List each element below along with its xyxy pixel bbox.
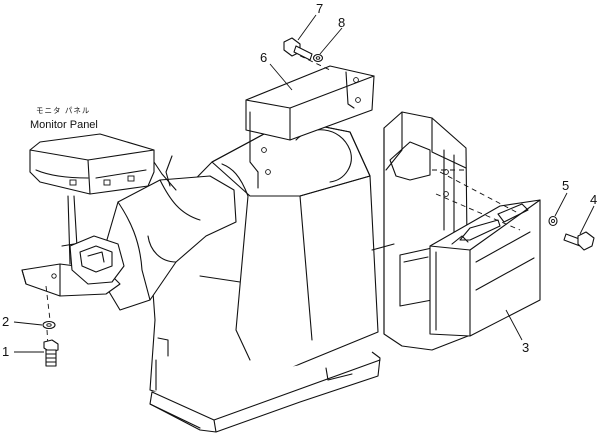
callout-4: 4 — [590, 192, 597, 207]
callout-2: 2 — [2, 314, 9, 329]
main-housing — [149, 119, 395, 433]
callout-8: 8 — [338, 15, 345, 30]
callout-1: 1 — [2, 344, 9, 359]
callout-7: 7 — [316, 1, 323, 16]
callout-6: 6 — [260, 50, 267, 65]
callout-numbers: 7 8 6 5 4 3 2 1 — [2, 1, 597, 359]
bolt-1 — [43, 339, 59, 367]
leader-lines — [13, 14, 595, 353]
monitor-panel-bracket — [21, 195, 125, 297]
callout-5: 5 — [562, 178, 569, 193]
washer-2 — [42, 320, 56, 330]
controller-unit — [429, 199, 541, 337]
callout-3: 3 — [522, 340, 529, 355]
monitor-panel-label-jp: モニタ パネル — [36, 106, 90, 115]
monitor-panel-label-en: Monitor Panel — [30, 119, 98, 131]
monitor-panel-unit — [29, 133, 155, 195]
monitor-panel-label: モニタ パネル Monitor Panel — [30, 106, 98, 131]
top-plate — [245, 65, 375, 189]
washer-8 — [312, 53, 324, 63]
washer-5 — [548, 215, 558, 227]
bolt-4 — [563, 231, 595, 251]
bolt-7 — [283, 37, 313, 61]
